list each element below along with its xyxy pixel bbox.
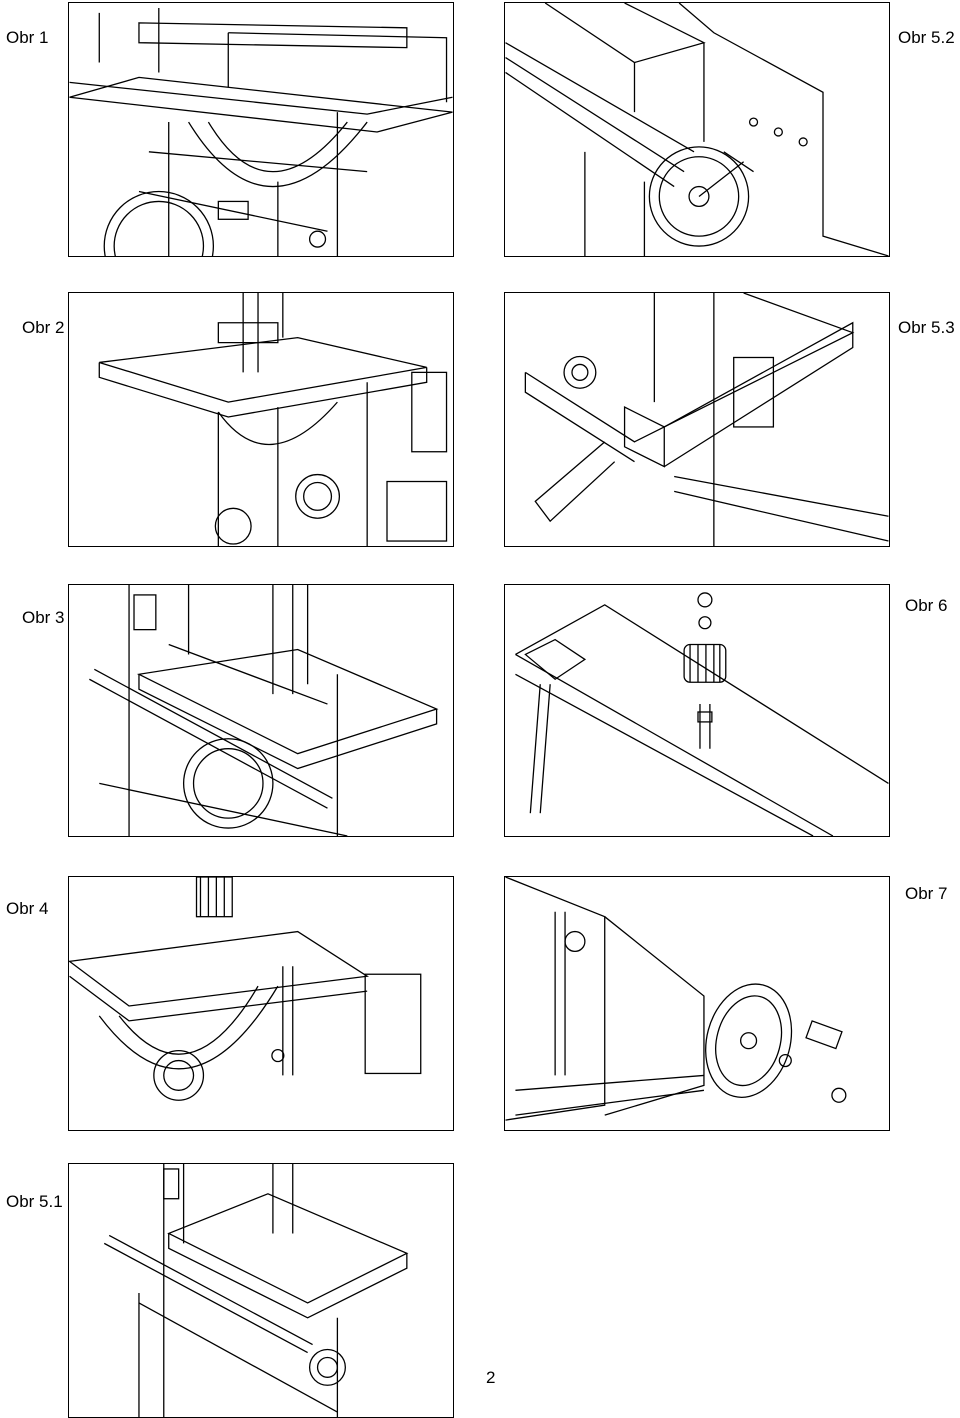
figure-obr6-drawing: [504, 584, 890, 837]
figure-label-obr4: Obr 4: [6, 899, 49, 918]
figure-label-obr7: Obr 7: [905, 884, 948, 903]
figure-label-obr1: Obr 1: [6, 28, 49, 47]
figure-label-obr6: Obr 6: [905, 596, 948, 615]
figure-obr4-drawing: [68, 876, 454, 1131]
figure-obr2-drawing: [68, 292, 454, 547]
figure-label-obr3: Obr 3: [22, 608, 65, 627]
figure-label-obr2: Obr 2: [22, 318, 65, 337]
figure-label-obr53: Obr 5.3: [898, 318, 955, 337]
figure-obr1-drawing: [68, 2, 454, 257]
figure-label-obr51: Obr 5.1: [6, 1192, 63, 1211]
figure-obr53-drawing: [504, 292, 890, 547]
figure-obr51-drawing: [68, 1163, 454, 1418]
figure-label-obr52: Obr 5.2: [898, 28, 955, 47]
page-number: 2: [486, 1368, 496, 1387]
figure-obr52-drawing: [504, 2, 890, 257]
figure-obr3-drawing: [68, 584, 454, 837]
figure-obr7-drawing: [504, 876, 890, 1131]
